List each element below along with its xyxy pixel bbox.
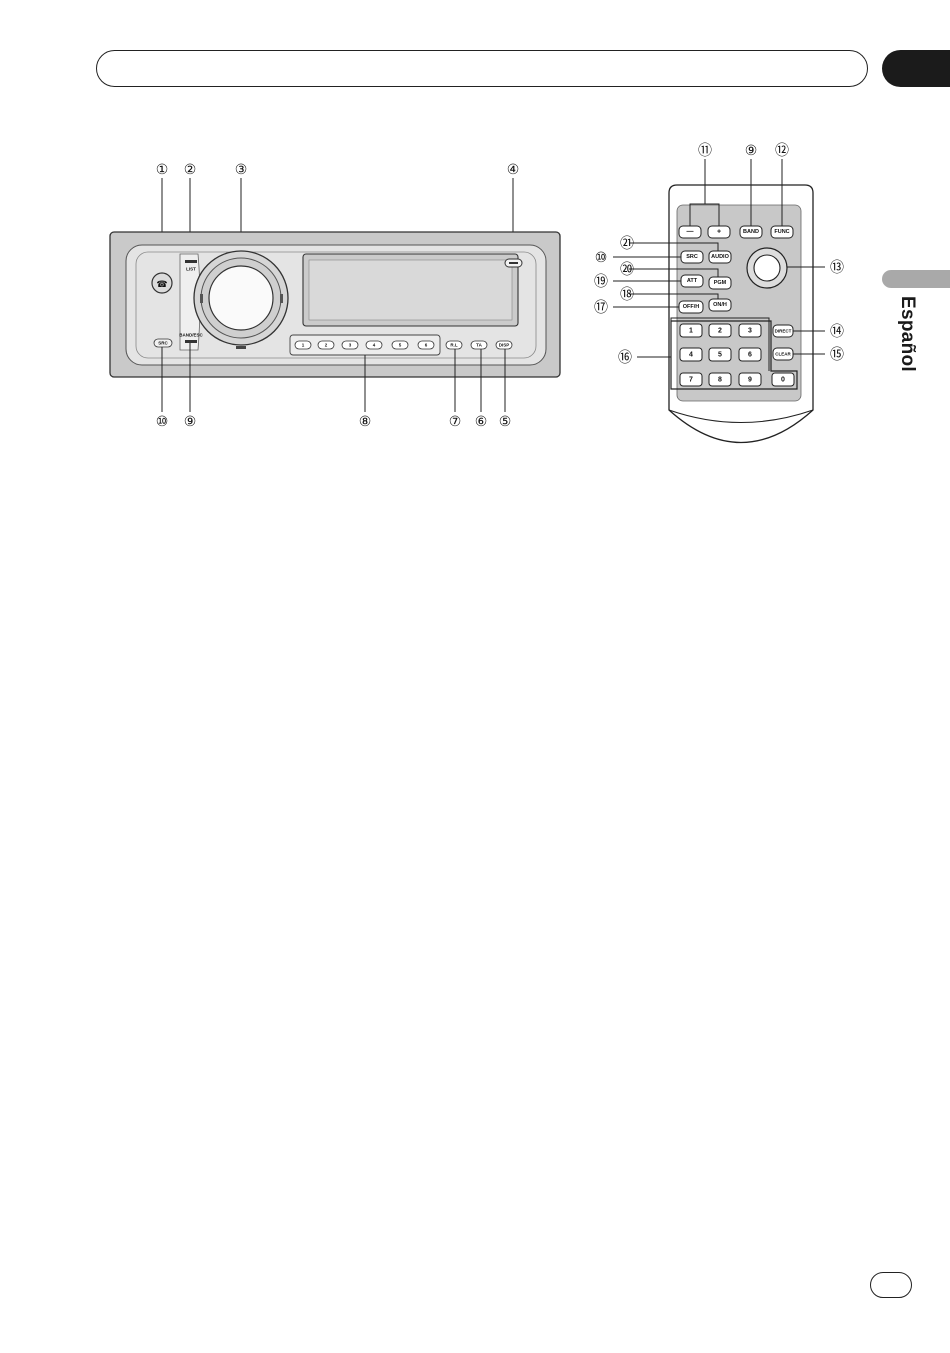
band-esc-button[interactable] (185, 340, 197, 343)
callout-remote-11: ⑪ (698, 142, 712, 158)
off-h-label: OFF/H (683, 304, 700, 310)
callout-8: ⑧ (359, 413, 372, 429)
phone-icon: ☎ (156, 279, 167, 289)
plus-label: + (717, 229, 721, 236)
minus-label: — (687, 229, 694, 236)
callout-remote-16: ⑯ (618, 349, 632, 365)
src-label: SRC (158, 341, 168, 346)
callout-9: ⑨ (184, 413, 197, 429)
callout-remote-9: ⑨ (745, 142, 758, 158)
head-unit-illustration: ① ② ③ ④ ☎ SRC LIST BAND/ESC 1 2 3 (100, 150, 570, 440)
callout-remote-19: ⑲ (594, 273, 608, 289)
remote-joystick[interactable] (754, 255, 780, 281)
key-0-label: 0 (781, 377, 785, 384)
key-2-label: 2 (718, 328, 722, 335)
ta-label: TA (476, 343, 482, 348)
pgm-label: PGM (714, 280, 727, 286)
chapter-header-bar (96, 50, 868, 87)
key-1-label: 1 (689, 328, 693, 335)
callout-10: ⑩ (156, 413, 169, 429)
callout-remote-18: ⑱ (620, 286, 634, 302)
remote-band-label: BAND (743, 229, 759, 235)
key-5-label: 5 (718, 352, 722, 359)
on-h-label: ON/H (713, 302, 727, 308)
callout-5: ⑤ (499, 413, 512, 429)
att-label: ATT (687, 278, 698, 284)
language-side-label: Español (896, 296, 918, 386)
key-4-label: 4 (689, 352, 693, 359)
callout-2: ② (184, 161, 197, 177)
callout-remote-13: ⑬ (830, 259, 844, 275)
key-6-label: 6 (748, 352, 752, 359)
list-button[interactable] (185, 260, 197, 263)
callout-remote-14: ⑭ (830, 323, 844, 339)
callout-7: ⑦ (449, 413, 462, 429)
callout-remote-10: ⑩ (595, 249, 608, 265)
direct-label: DIRECT (775, 329, 792, 334)
audio-label: AUDIO (711, 254, 729, 260)
rl-label: R.L (450, 343, 458, 348)
callout-4: ④ (507, 161, 520, 177)
key-9-label: 9 (748, 377, 752, 384)
callout-3: ③ (235, 161, 248, 177)
multi-control-knob[interactable] (209, 266, 273, 330)
callout-1: ① (156, 161, 169, 177)
page-number-badge (870, 1272, 912, 1298)
callout-remote-20: ⑳ (620, 261, 634, 277)
preset-button-strip (290, 335, 440, 355)
callout-remote-15: ⑮ (830, 346, 844, 362)
disp-label: DISP (499, 343, 510, 348)
list-label: LIST (186, 267, 196, 272)
key-3-label: 3 (748, 328, 752, 335)
key-7-label: 7 (689, 377, 693, 384)
key-8-label: 8 (718, 377, 722, 384)
clear-label: CLEAR (775, 352, 791, 357)
func-label: FUNC (774, 229, 789, 235)
language-side-tab (882, 270, 950, 288)
callout-remote-17: ⑰ (594, 299, 608, 315)
chapter-number-tab (882, 50, 950, 87)
callout-remote-12: ⑫ (775, 142, 789, 158)
callout-6: ⑥ (475, 413, 488, 429)
language-label: Español (896, 296, 918, 372)
remote-illustration: ⑪ ⑨ ⑫ — + BAND FUNC SRC AUDIO ATT PGM OF… (585, 135, 875, 455)
band-esc-label: BAND/ESC (179, 333, 203, 338)
remote-src-label: SRC (686, 254, 698, 260)
callout-remote-21: ㉑ (620, 235, 634, 251)
